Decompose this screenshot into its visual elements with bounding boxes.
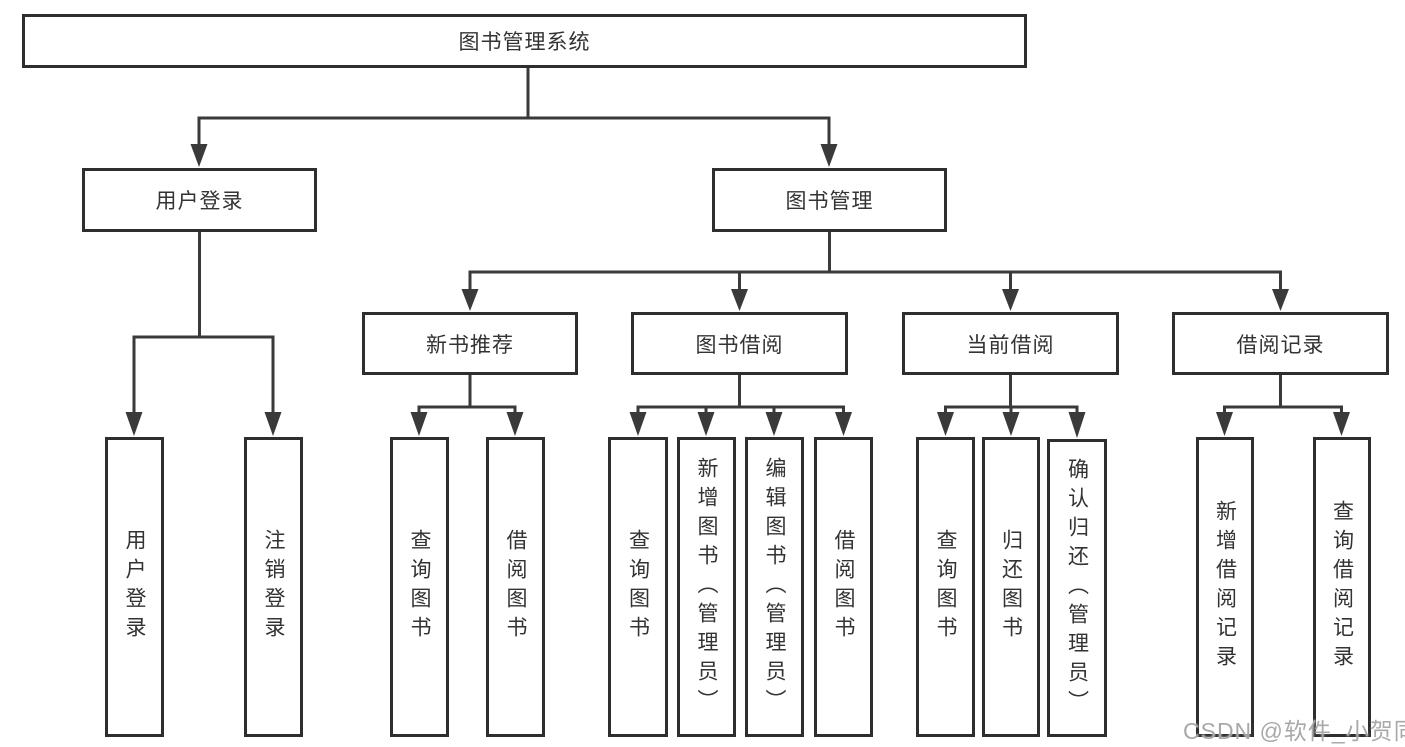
- arrow-down-icon: [506, 412, 524, 436]
- node-label: 查询借阅记录: [1330, 500, 1354, 674]
- node-label: 归还图书: [999, 529, 1023, 645]
- node-current-borrowing: 当前借阅: [902, 312, 1119, 375]
- node-label: 查询图书: [626, 529, 650, 645]
- leaf-add-borrow-record: 新增借阅记录: [1196, 437, 1254, 737]
- csdn-watermark: CSDN @软件_小贺同学: [1183, 718, 1405, 744]
- node-user-login: 用户登录: [82, 168, 317, 232]
- node-borrow-records: 借阅记录: [1172, 312, 1389, 375]
- node-book-management: 图书管理: [712, 168, 947, 232]
- leaf-search-books-recommend: 查询图书: [390, 437, 449, 737]
- arrow-down-icon: [1272, 289, 1289, 311]
- arrow-down-icon: [1333, 412, 1350, 436]
- leaf-search-borrow-record: 查询借阅记录: [1313, 437, 1371, 737]
- arrow-down-icon: [125, 412, 143, 436]
- node-label: 注销登录: [262, 529, 285, 645]
- leaf-edit-books-admin: 编辑图书（管理员）: [745, 437, 804, 737]
- node-label: 确认归还（管理员）: [1065, 457, 1089, 719]
- arrow-down-icon: [264, 412, 282, 436]
- node-label: 用户登录: [155, 190, 244, 213]
- node-new-book-recommend: 新书推荐: [362, 312, 578, 375]
- arrow-down-icon: [835, 412, 852, 436]
- node-label: 查询图书: [934, 529, 957, 645]
- node-label: 借阅图书: [504, 529, 527, 645]
- arrow-down-icon: [1216, 412, 1233, 436]
- edge-book-mgmt-split: [468, 232, 1282, 291]
- arrow-down-icon: [1002, 412, 1020, 436]
- arrow-down-icon: [190, 144, 208, 167]
- arrow-down-icon: [697, 412, 715, 436]
- node-label: 借阅图书: [832, 529, 855, 645]
- edge-paths: [132, 68, 1343, 414]
- leaf-add-books-admin: 新增图书（管理员）: [677, 437, 736, 737]
- edge-root-split: [197, 68, 831, 146]
- leaf-confirm-return-admin: 确认归还（管理员）: [1047, 439, 1107, 737]
- edge-borrow-records-split: [1223, 375, 1343, 414]
- leaf-return-books: 归还图书: [982, 437, 1040, 737]
- node-label: 新书推荐: [426, 333, 514, 357]
- leaf-search-books-current: 查询图书: [916, 437, 975, 737]
- arrowheads: [125, 144, 1350, 438]
- node-label: 当前借阅: [966, 333, 1055, 357]
- leaf-user-login: 用户登录: [105, 437, 164, 737]
- node-label: 图书管理: [785, 190, 874, 213]
- leaf-search-books: 查询图书: [608, 437, 668, 737]
- arrow-down-icon: [731, 289, 748, 311]
- node-book-borrowing: 图书借阅: [631, 312, 848, 375]
- leaf-borrow-books: 借阅图书: [814, 437, 873, 737]
- node-library-system: 图书管理系统: [22, 14, 1027, 68]
- leaf-logout: 注销登录: [244, 437, 303, 737]
- node-label: 新增图书（管理员）: [695, 456, 718, 718]
- arrow-down-icon: [937, 412, 954, 436]
- node-label: 用户登录: [123, 529, 146, 645]
- arrow-down-icon: [461, 289, 479, 311]
- node-label: 图书管理系统: [458, 31, 591, 54]
- edge-user-login-split: [132, 232, 275, 414]
- node-label: 新增借阅记录: [1213, 500, 1237, 674]
- leaf-borrow-books-recommend: 借阅图书: [486, 437, 545, 737]
- arrow-down-icon: [1002, 289, 1019, 311]
- arrow-down-icon: [1068, 412, 1086, 438]
- arrow-down-icon: [820, 144, 838, 167]
- node-label: 图书借阅: [695, 333, 784, 357]
- node-label: 编辑图书（管理员）: [763, 456, 786, 718]
- edge-book-borrow-split: [636, 375, 845, 414]
- arrow-down-icon: [765, 412, 783, 436]
- arrow-down-icon: [629, 412, 647, 436]
- node-label: 借阅记录: [1236, 333, 1325, 357]
- edge-current-borrow-split: [944, 375, 1079, 414]
- edge-new-book-split: [417, 375, 517, 414]
- node-label: 查询图书: [408, 529, 431, 645]
- arrow-down-icon: [410, 412, 428, 436]
